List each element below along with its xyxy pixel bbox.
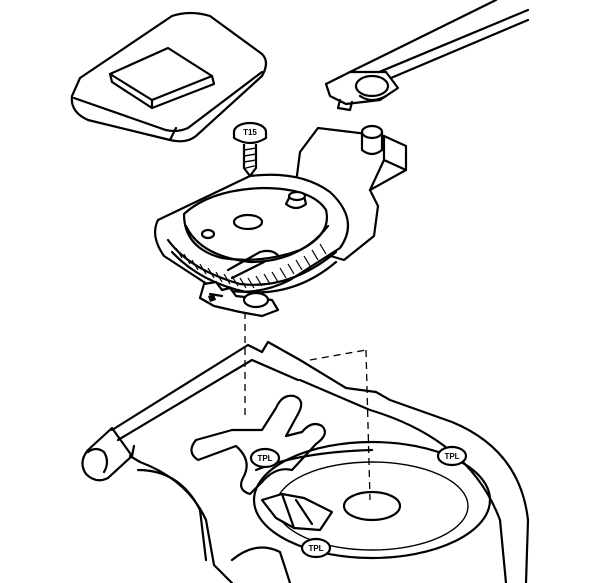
screw: T15 [232, 121, 268, 178]
fastener-label-3: TPL [308, 544, 323, 553]
fastener-tpl-2: TPL [436, 445, 468, 467]
cover-cap [70, 11, 268, 143]
fastener-label-2: TPL [444, 452, 459, 461]
rotor-assembly [153, 124, 408, 318]
fastener-tpl-1: TPL [249, 447, 281, 469]
screw-marking: T15 [243, 128, 257, 137]
retaining-clip [324, 70, 400, 112]
fastener-tpl-3: TPL [300, 537, 332, 559]
base-plate [81, 340, 530, 583]
fastener-label-1: TPL [257, 454, 272, 463]
